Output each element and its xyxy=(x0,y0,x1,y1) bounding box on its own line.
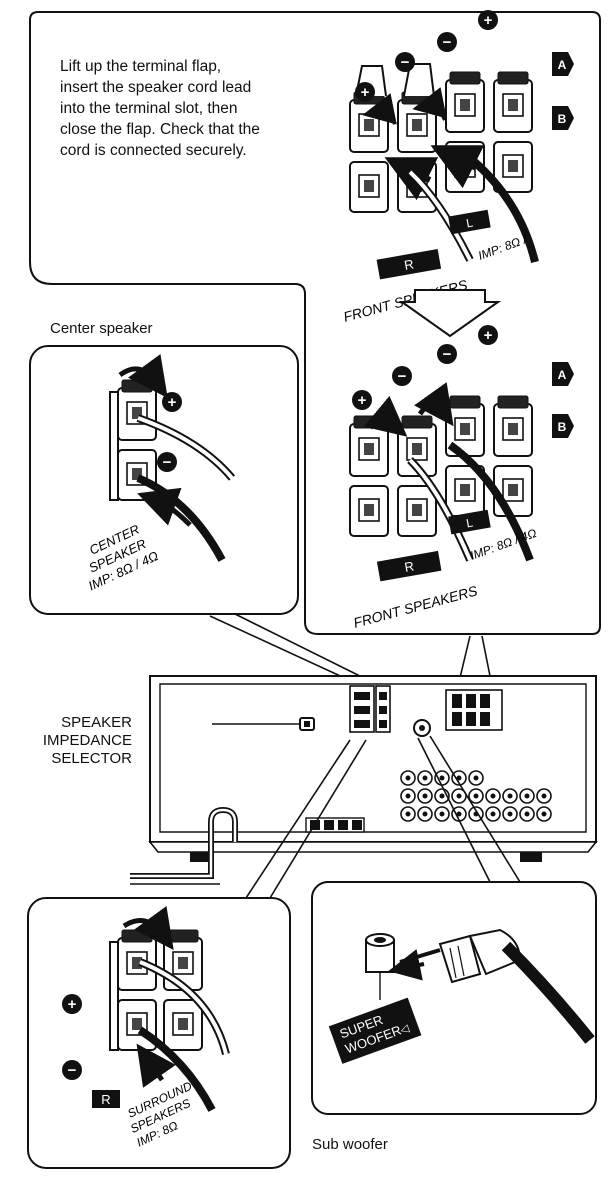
instruction-line: Lift up the terminal flap, xyxy=(60,58,222,75)
row-a-label: A xyxy=(558,58,567,72)
channel-r-label: R xyxy=(403,256,415,272)
plus-mark-icon xyxy=(162,392,182,412)
channel-r-label-2: R xyxy=(403,558,415,574)
selector-line: SPEAKER xyxy=(61,714,132,731)
row-a-tag xyxy=(552,362,574,386)
selector-line: SELECTOR xyxy=(51,750,132,767)
instruction-line: into the terminal slot, then xyxy=(60,100,238,117)
surround-polarity-plus: + xyxy=(68,996,77,1013)
rca-plug xyxy=(388,928,595,1044)
minus-mark-icon xyxy=(437,32,457,52)
channel-l-label: L xyxy=(465,215,474,230)
subwoofer-caption: Sub woofer xyxy=(312,1136,388,1153)
front-terminals-small xyxy=(445,689,503,731)
plus-mark-icon xyxy=(478,325,498,345)
polarity-plus-4: + xyxy=(484,327,493,344)
polarity-minus-1: − xyxy=(401,54,410,71)
surround-channel: R xyxy=(101,1092,110,1107)
front-terminal-top: + − − + A B R L IMP: 8Ω / FRONT SPEAKERS xyxy=(342,10,574,325)
speaker-impedance-selector-label: SPEAKER IMPEDANCE SELECTOR xyxy=(20,714,132,768)
row-a-label-2: A xyxy=(558,368,567,382)
plus-mark-icon xyxy=(355,82,375,102)
minus-mark-icon xyxy=(437,344,457,364)
front-terminal-bottom: + − − + A B R L IMP: 8Ω / 4Ω FRONT SPEAK… xyxy=(349,325,574,631)
instruction-line: cord is connected securely. xyxy=(60,142,247,159)
minus-mark-icon xyxy=(392,366,412,386)
channel-r-box xyxy=(376,248,442,280)
plus-mark-icon xyxy=(478,10,498,30)
polarity-plus-2: + xyxy=(484,12,493,29)
center-polarity-minus: − xyxy=(163,454,172,471)
row-b-tag xyxy=(552,106,574,130)
polarity-minus-3: − xyxy=(398,368,407,385)
instruction-text: Lift up the terminal flap, insert the sp… xyxy=(60,56,352,161)
polarity-minus-4: − xyxy=(443,346,452,363)
channel-l-box xyxy=(448,509,491,535)
minus-mark-icon xyxy=(157,452,177,472)
receiver-back-panel xyxy=(130,675,598,885)
center-polarity-plus: + xyxy=(168,394,177,411)
channel-r-box xyxy=(376,550,442,582)
instruction-line: insert the speaker cord lead xyxy=(60,79,252,96)
center-speaker-panel: + − CENTER SPEAKER IMP: 8Ω / 4Ω xyxy=(29,345,299,615)
channel-r-box xyxy=(92,1090,120,1108)
channel-l-label-2: L xyxy=(465,515,474,530)
front-bottom-label: FRONT SPEAKERS xyxy=(352,582,480,631)
row-b-label: B xyxy=(558,112,567,126)
row-b-tag xyxy=(552,414,574,438)
subwoofer-panel: SUPER WOOFER ◁ xyxy=(311,881,597,1115)
plus-mark-icon xyxy=(62,994,82,1014)
row-b-label-2: B xyxy=(558,420,567,434)
plus-mark-icon xyxy=(352,390,372,410)
row-a-tag xyxy=(552,52,574,76)
subwoofer-jack xyxy=(365,933,395,1000)
polarity-minus-2: − xyxy=(443,34,452,51)
minus-mark-icon xyxy=(395,52,415,72)
down-arrow-icon xyxy=(398,289,502,338)
surround-center-terminals xyxy=(349,685,391,733)
instruction-line: close the flap. Check that the xyxy=(60,121,260,138)
channel-l-box xyxy=(448,209,491,235)
center-speaker-caption: Center speaker xyxy=(50,320,153,337)
front-top-impedance: IMP: 8Ω / xyxy=(476,232,530,263)
selector-line: IMPEDANCE xyxy=(42,732,132,749)
surround-speaker-panel: + − R SURROUND SPEAKERS IMP: 8Ω xyxy=(27,897,291,1169)
surround-polarity-minus: − xyxy=(68,1062,77,1079)
polarity-plus-1: + xyxy=(361,84,370,101)
minus-mark-icon xyxy=(62,1060,82,1080)
polarity-plus-3: + xyxy=(358,392,367,409)
